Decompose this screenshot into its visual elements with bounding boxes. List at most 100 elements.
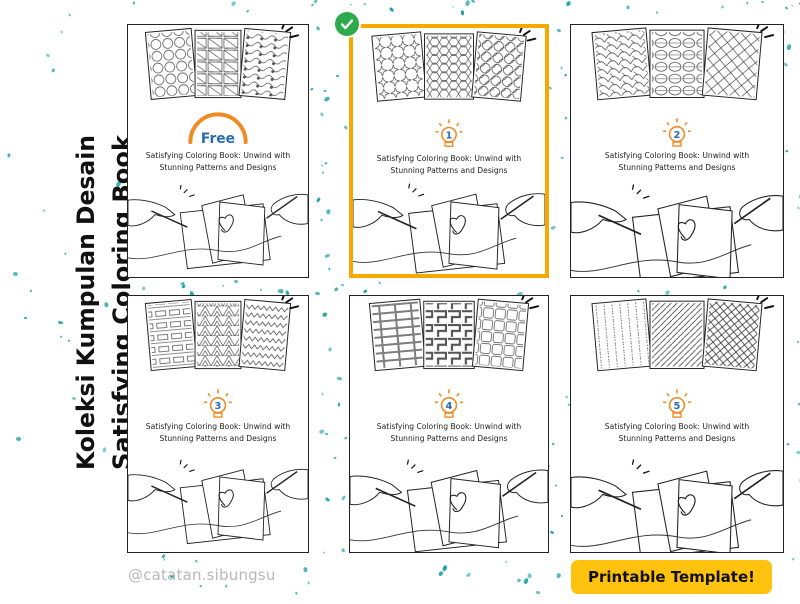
card-subtitle-line1: Satisfying Coloring Book: Unwind with: [604, 151, 750, 160]
speck: [325, 432, 330, 437]
speck: [564, 116, 568, 121]
speck: [340, 548, 346, 554]
speck: [307, 581, 310, 585]
speck: [15, 436, 22, 442]
template-card[interactable]: Free Satisfying Coloring Book: Unwind wi…: [127, 24, 309, 278]
sparkle-icon: [281, 25, 300, 39]
speck: [561, 157, 565, 160]
lightbulb-icon: 2: [663, 118, 691, 147]
speck: [722, 285, 727, 291]
speck: [791, 4, 794, 7]
speck: [30, 289, 33, 292]
speck: [549, 86, 553, 90]
speck: [556, 573, 562, 580]
speck: [460, 9, 465, 16]
card-subtitle-line2: Stunning Patterns and Designs: [159, 434, 277, 443]
card-subtitle-line2: Stunning Patterns and Designs: [390, 166, 508, 175]
speck: [321, 392, 325, 397]
pattern-sheet: [423, 300, 475, 370]
card-art: Free: [128, 25, 308, 270]
speck: [314, 291, 320, 296]
sparkle-icon: [756, 296, 775, 310]
speck: [7, 153, 11, 158]
hands-drawing-illustration: [571, 184, 783, 277]
speck: [786, 442, 790, 446]
speck: [625, 5, 630, 11]
speck: [295, 591, 298, 595]
speck: [323, 89, 327, 92]
lightbulb-icon: 4: [435, 389, 463, 418]
card-subtitle-line2: Stunning Patterns and Designs: [390, 434, 508, 443]
speck: [198, 583, 203, 588]
speck: [24, 316, 28, 319]
speck: [309, 87, 314, 92]
pattern-sheet: [649, 29, 705, 98]
speck: [550, 225, 557, 231]
pattern-sheet: [368, 298, 427, 372]
card-subtitle-line2: Stunning Patterns and Designs: [618, 434, 736, 443]
pattern-sheet: [371, 31, 427, 102]
card-number: 3: [215, 401, 222, 412]
speck: [362, 288, 368, 294]
speck: [343, 436, 348, 441]
speck: [314, 0, 319, 4]
pattern-sheet: [194, 29, 242, 99]
speck: [465, 0, 471, 7]
hands-drawing-illustration: [353, 183, 545, 274]
sparkle-icon: [519, 28, 537, 42]
speck: [320, 218, 324, 222]
lightbulb-icon: 5: [663, 389, 691, 418]
free-marker: Free: [188, 112, 248, 147]
speck: [259, 288, 263, 292]
hands-drawing-illustration: [128, 459, 308, 545]
speck: [721, 4, 725, 9]
speck: [225, 584, 228, 587]
card-subtitle-line2: Stunning Patterns and Designs: [159, 163, 277, 172]
pattern-sheet: [424, 33, 474, 100]
speck: [549, 530, 555, 536]
speck: [560, 514, 564, 517]
pattern-sheet: [238, 298, 292, 372]
speck: [791, 556, 795, 561]
card-art: 1: [353, 28, 545, 274]
speck: [556, 28, 562, 33]
pattern-sheet: [144, 298, 198, 372]
speck: [559, 66, 563, 70]
speck: [194, 559, 198, 563]
speck: [233, 279, 239, 284]
speck: [746, 1, 749, 5]
sparkle-icon: [756, 25, 775, 39]
speck: [388, 6, 395, 13]
speck: [378, 281, 383, 286]
pattern-sheet: [471, 298, 530, 372]
speck: [245, 9, 250, 14]
card-art: 4: [350, 296, 548, 552]
speck: [565, 395, 569, 400]
speck: [516, 578, 522, 583]
hands-drawing-illustration: [350, 459, 548, 552]
credit-handle: @catatan.sibungsu: [128, 566, 276, 584]
pattern-sheet: [238, 27, 292, 101]
speck: [536, 590, 541, 594]
card-number: 1: [446, 131, 453, 142]
pattern-sheet: [194, 300, 242, 370]
speck: [785, 6, 789, 11]
speck: [470, 0, 475, 4]
speck: [322, 171, 325, 175]
speck: [12, 271, 18, 277]
speck: [437, 570, 444, 577]
speck: [555, 484, 557, 487]
card-subtitle-line1: Satisfying Coloring Book: Unwind with: [376, 422, 522, 431]
pattern-sheet: [649, 300, 705, 370]
speck: [335, 74, 340, 78]
speck: [551, 442, 556, 446]
card-number: 5: [674, 401, 681, 412]
speck: [315, 196, 322, 203]
speck: [349, 3, 353, 6]
sparkle-icon: [281, 296, 300, 310]
